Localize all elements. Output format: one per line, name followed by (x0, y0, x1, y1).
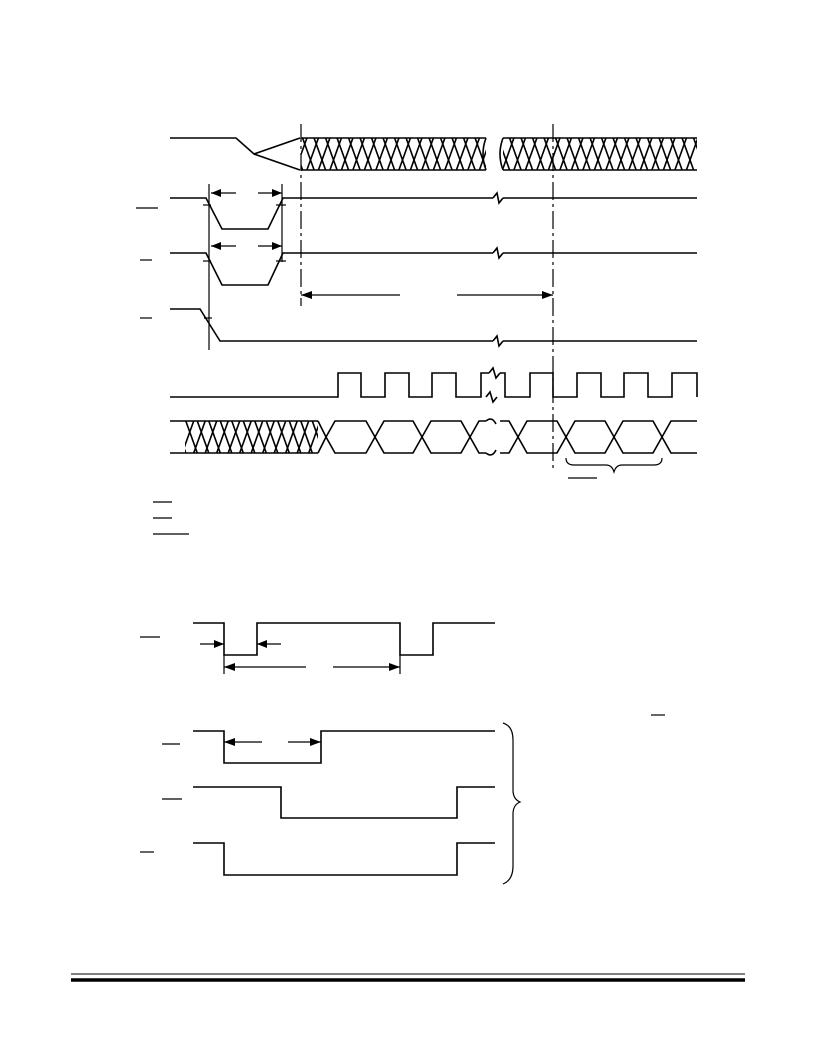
crosshatch-block-c (185, 421, 318, 453)
break-mark (482, 137, 487, 171)
row-enable (140, 308, 697, 348)
bottom-timing-diagram (140, 714, 665, 885)
arrow-right-icon (389, 663, 400, 671)
arrow-left-icon (211, 189, 221, 197)
arrow-left-icon (211, 242, 221, 250)
arrow-left-icon (257, 640, 267, 648)
brace (565, 457, 663, 475)
row-strobe-1 (136, 189, 697, 230)
break-mark (485, 390, 498, 404)
row-data-bus (170, 418, 697, 479)
arrow-right-icon (272, 242, 282, 250)
break-mark (492, 246, 504, 260)
crosshatch-block-a (301, 138, 486, 170)
row-strobe-2 (140, 242, 697, 299)
pulse-period-diagram (140, 622, 495, 674)
arrow-right-icon (542, 291, 553, 299)
arrow-right-icon (310, 738, 321, 746)
break-mark (492, 334, 504, 348)
break-mark (488, 366, 501, 380)
break-mark (485, 449, 497, 456)
crosshatch-block-b (503, 138, 697, 170)
row-bus-top (170, 137, 697, 171)
arrow-right-icon (272, 189, 282, 197)
break-mark (485, 418, 497, 425)
arrow-left-icon (301, 291, 312, 299)
arrow-left-icon (224, 738, 235, 746)
right-brace (502, 722, 522, 885)
break-mark (499, 137, 504, 171)
row-clock (170, 366, 698, 404)
break-mark (492, 191, 504, 205)
arrow-right-icon (214, 640, 224, 648)
arrow-left-icon (224, 663, 235, 671)
